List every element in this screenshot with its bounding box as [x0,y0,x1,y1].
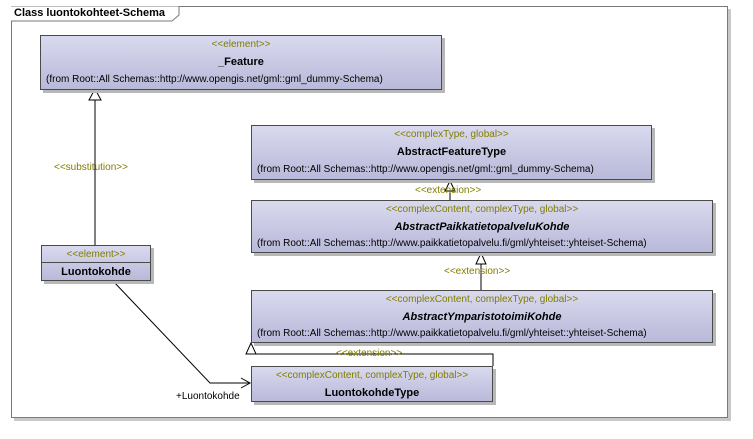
class-abstract-ymparistotoimi-kohde[interactable]: <<complexContent, complexType, global>> … [251,290,713,343]
class-feature[interactable]: <<element>> _Feature (from Root::All Sch… [40,35,442,90]
extension-label-3: <<extension>> [336,348,403,359]
class-luontokohde-stereotype: <<element>> [66,249,126,260]
diagram-title: Class luontokohteet-Schema [14,7,165,19]
class-abstract-paikkatietopalvelu-kohde[interactable]: <<complexContent, complexType, global>> … [251,200,713,253]
class-luontokohde-type-stereotype: <<complexContent, complexType, global>> [275,370,469,381]
extension-arrowhead-1 [444,179,456,192]
class-feature-stereotype: <<element>> [211,39,271,50]
class-abstract-paikkatietopalvelu-kohde-origin: (from Root::All Schemas::http://www.paik… [257,238,647,249]
extension-label-2: <<extension>> [444,266,511,277]
class-abstract-feature-type-origin: (from Root::All Schemas::http://www.open… [257,164,594,175]
extension-line-3 [251,353,494,366]
class-feature-origin: (from Root::All Schemas::http://www.open… [46,74,383,85]
class-abstract-ymparistotoimi-kohde-stereotype: <<complexContent, complexType, global>> [385,294,579,305]
extension-label-1: <<extension>> [415,185,482,196]
class-abstract-feature-type[interactable]: <<complexType, global>> AbstractFeatureT… [251,125,652,180]
class-abstract-ymparistotoimi-kohde-origin: (from Root::All Schemas::http://www.paik… [257,328,647,339]
class-luontokohde-name: Luontokohde [61,266,131,278]
class-abstract-paikkatietopalvelu-kohde-name: AbstractPaikkatietopalveluKohde [394,221,570,233]
class-feature-name: _Feature [218,56,264,68]
substitution-label: <<substitution>> [54,162,128,173]
class-luontokohde[interactable]: <<element>> Luontokohde [41,245,151,281]
extension-arrowhead-2 [475,251,487,265]
class-luontokohde-type[interactable]: <<complexContent, complexType, global>> … [251,366,493,402]
class-luontokohde-type-name: LuontokohdeType [324,387,420,399]
class-luontokohde-divider [42,262,150,263]
class-abstract-ymparistotoimi-kohde-name: AbstractYmparistotoimiKohde [402,311,562,323]
association-arrowhead [240,377,252,389]
association-role-label: +Luontokohde [176,391,240,402]
extension-arrowhead-3 [245,341,257,355]
substitution-arrowhead [88,87,102,101]
association-line [112,280,250,384]
class-abstract-feature-type-name: AbstractFeatureType [396,146,507,158]
class-abstract-feature-type-stereotype: <<complexType, global>> [394,129,509,140]
class-abstract-paikkatietopalvelu-kohde-stereotype: <<complexContent, complexType, global>> [385,204,579,215]
